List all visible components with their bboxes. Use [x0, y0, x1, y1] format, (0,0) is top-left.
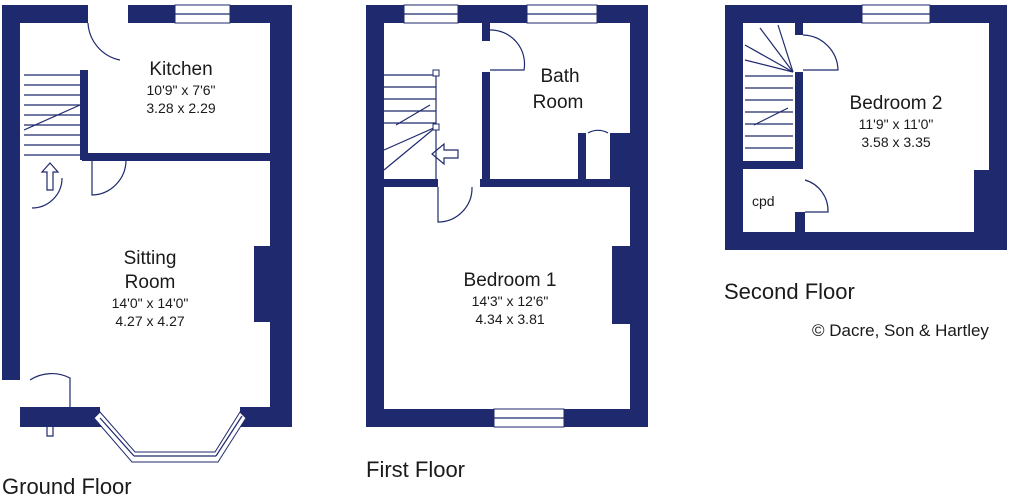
kitchen-room — [82, 23, 270, 153]
sitting-room-imperial: 14'0" x 14'0" — [112, 295, 189, 311]
cupboard2-door-swing — [804, 179, 829, 213]
sitting-room-metric: 4.27 x 4.27 — [115, 313, 184, 329]
landing-wall — [384, 179, 438, 187]
cupboard-label: cpd — [752, 193, 775, 209]
kitchen-label: Kitchen — [149, 59, 212, 80]
bath-door-swing — [489, 29, 526, 71]
second-floor-interior — [743, 23, 989, 232]
first-floor-plan — [366, 4, 648, 428]
second-floor-plan — [725, 4, 1007, 250]
second-floor-title: Second Floor — [724, 279, 855, 304]
bedroom2-chimney — [974, 170, 989, 232]
first-floor-title: First Floor — [366, 457, 465, 482]
kitchen-door-swing — [87, 22, 121, 61]
copyright-text: © Dacre, Son & Hartley — [812, 321, 989, 340]
ground-floor-plan — [2, 4, 292, 463]
chimney-breast — [254, 246, 270, 322]
bath-left-wall-top — [482, 23, 490, 41]
hall-door-swing — [31, 177, 63, 209]
cupboard-top-wall — [743, 161, 803, 169]
entry-arrow-icon — [40, 407, 60, 437]
sitting-room-label-2: Room — [125, 272, 176, 293]
first-stairs — [383, 69, 440, 180]
stair-partition — [795, 72, 803, 164]
bath-room-label-2: Room — [533, 92, 584, 113]
bedroom2-metric: 3.58 x 3.35 — [861, 134, 930, 150]
kitchen-imperial: 10'9" x 7'6" — [147, 82, 216, 98]
bedroom1-imperial: 14'3" x 12'6" — [472, 293, 549, 309]
bedroom2-door-swing — [802, 34, 839, 71]
stair-wall — [80, 70, 88, 160]
kitchen-door-gap — [88, 5, 128, 23]
bedroom2-imperial: 11'9" x 11'0" — [859, 116, 934, 132]
stair-arrow-icon — [40, 162, 60, 191]
sitting-door-swing — [91, 159, 127, 196]
landing-arrow-icon — [431, 142, 459, 166]
bedroom2-label: Bedroom 2 — [850, 93, 943, 114]
kitchen-metric: 3.28 x 2.29 — [146, 100, 215, 116]
second-stairs — [744, 24, 794, 149]
ground-floor-title: Ground Floor — [2, 474, 132, 498]
sitting-room — [20, 161, 270, 407]
cupboard-door-swing — [587, 129, 609, 134]
sitting-room-label-1: Sitting — [124, 248, 177, 269]
bedroom1-chimney — [612, 246, 630, 324]
bath-room-label-1: Bath — [540, 66, 579, 87]
cupboard-wall — [578, 133, 586, 183]
bay-window — [93, 407, 247, 463]
cupboard-side-wall — [795, 212, 805, 232]
partition-wall — [130, 153, 270, 161]
bedroom1-door-swing — [437, 186, 473, 223]
bath-boxing — [610, 133, 630, 183]
ground-stairs — [23, 74, 81, 156]
first-floor-interior — [384, 23, 630, 409]
bath-left-wall — [482, 72, 490, 182]
front-door-gap — [2, 380, 20, 427]
stair-partition-top — [795, 23, 803, 35]
bedroom1-metric: 4.34 x 3.81 — [475, 311, 544, 327]
front-door-swing — [29, 373, 71, 420]
bath-bottom-wall — [480, 179, 630, 187]
bedroom1-label: Bedroom 1 — [464, 270, 557, 291]
